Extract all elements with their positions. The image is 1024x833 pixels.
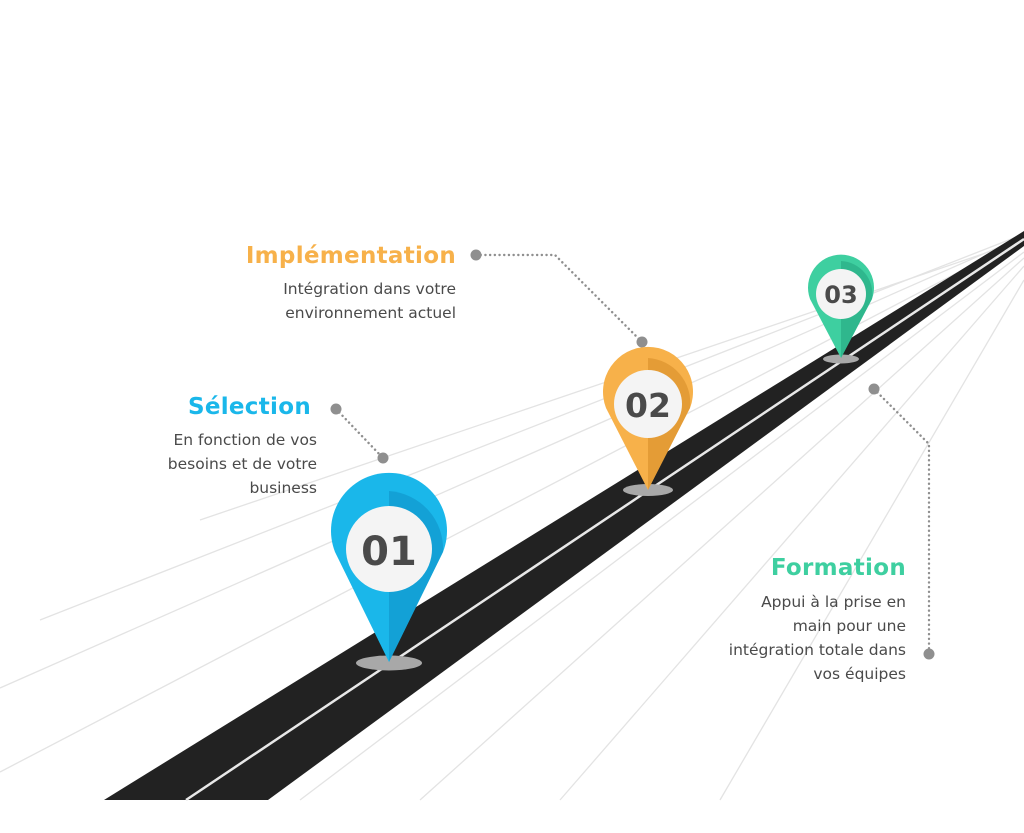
step-1-description-line: En fonction de vos xyxy=(173,431,317,449)
connector-2-start-dot xyxy=(470,249,482,261)
step-3-description: Appui à la prise en main pour une intégr… xyxy=(729,590,906,686)
connector-1-end-dot xyxy=(377,452,389,464)
step-2-description-line: environnement actuel xyxy=(285,304,456,322)
step-3-description-line: vos équipes xyxy=(813,665,906,683)
connectors xyxy=(334,253,931,656)
pin-03-number: 03 xyxy=(824,281,857,309)
step-3-description-line: Appui à la prise en xyxy=(761,593,906,611)
step-2-title: Implémentation xyxy=(245,243,456,269)
pin-01-number: 01 xyxy=(361,529,417,575)
step-1-description: En fonction de vos besoins et de votre b… xyxy=(168,428,317,500)
road-center-line xyxy=(185,237,1024,802)
step-2-description-line: Intégration dans votre xyxy=(283,280,456,298)
step-3-description-line: intégration totale dans xyxy=(728,641,906,659)
pin-01-center xyxy=(346,506,432,592)
step-3-title: Formation xyxy=(770,555,906,581)
connector-3-start-dot xyxy=(868,383,880,395)
pin-03-shadow xyxy=(823,354,859,364)
connector-1 xyxy=(334,407,385,460)
step-3-description-line: main pour une xyxy=(792,617,906,635)
pin-01-shadow xyxy=(356,655,422,671)
connector-2 xyxy=(474,253,644,344)
pin-03-marker: 03 xyxy=(808,254,875,364)
step-1-description-line: business xyxy=(249,479,317,497)
pin-01-marker: 01 xyxy=(331,472,447,671)
pin-03-center xyxy=(816,269,866,319)
connector-3-end-dot xyxy=(923,648,935,660)
pin-02-number: 02 xyxy=(625,386,671,425)
connector-dots xyxy=(330,249,935,660)
background-lines xyxy=(0,233,1024,801)
step-1-title: Sélection xyxy=(187,394,311,420)
pin-02-marker: 02 xyxy=(603,346,693,496)
step-2-description: Intégration dans votre environnement act… xyxy=(283,277,456,325)
step-1-description-line: besoins et de votre xyxy=(167,455,317,473)
pin-02-center xyxy=(614,370,682,438)
connector-2-end-dot xyxy=(636,336,648,348)
connector-1-start-dot xyxy=(330,403,342,415)
road xyxy=(104,231,1024,800)
